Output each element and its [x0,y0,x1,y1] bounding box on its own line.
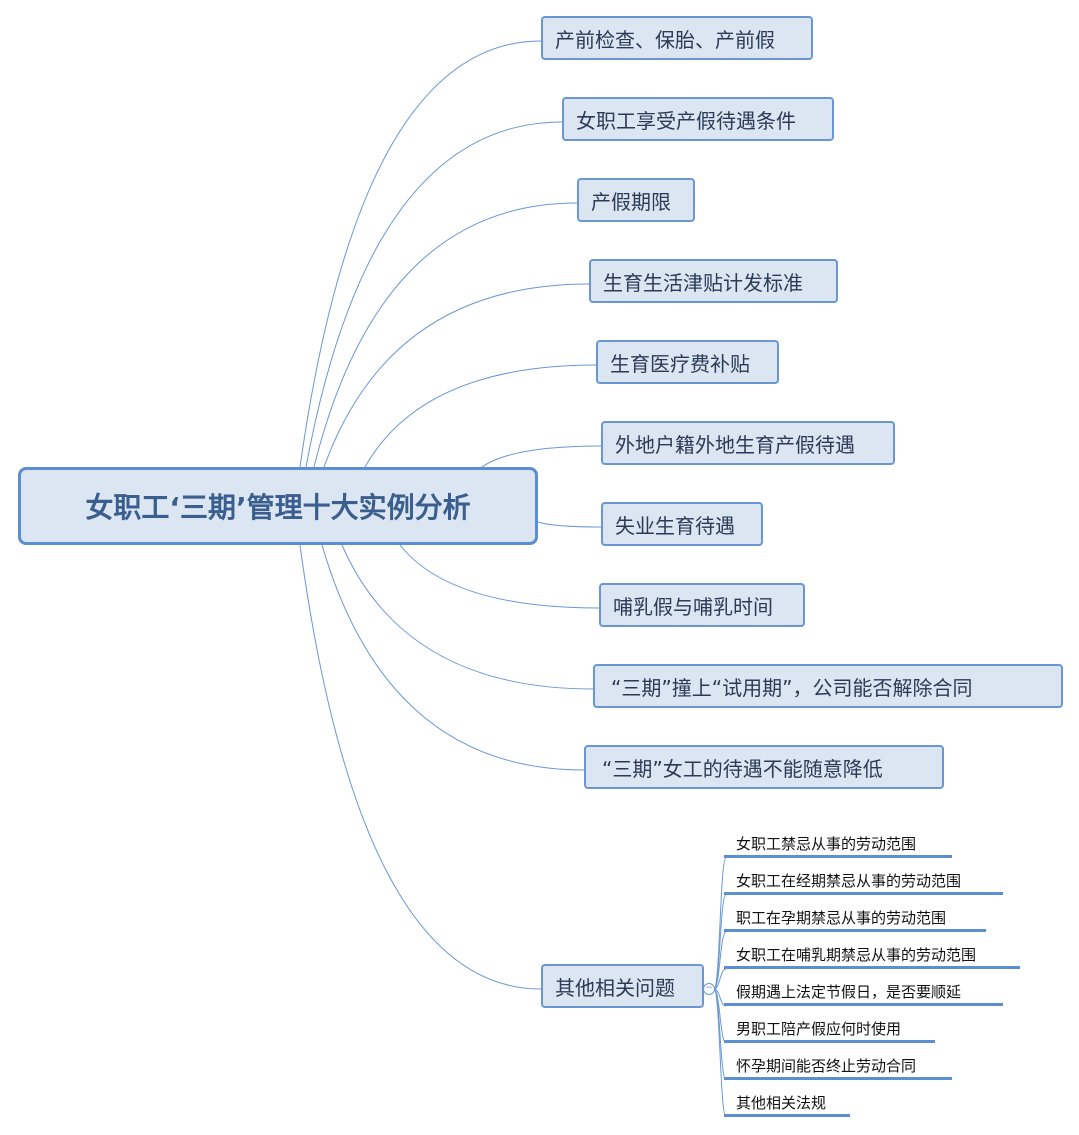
branch-connector [323,283,590,468]
topic-label: “三期”撞上“试用期”，公司能否解除合同 [611,675,973,700]
topic-label: 生育医疗费补贴 [610,351,750,376]
subtopic[interactable]: 男职工陪产假应何时使用 [724,1018,935,1043]
topic-label: 失业生育待遇 [615,513,735,538]
topic-node-other[interactable]: 其他相关问题 [541,964,704,1008]
root-topic[interactable]: 女职工‘三期’管理十大实例分析 [18,467,538,545]
collapse-toggle-icon[interactable]: − [703,983,715,995]
branch-connector [299,544,542,990]
topic-node[interactable]: “三期”撞上“试用期”，公司能否解除合同 [593,664,1063,708]
topic-label: 生育生活津贴计发标准 [603,270,803,295]
subtopic[interactable]: 其他相关法规 [724,1092,850,1117]
subtopic[interactable]: 怀孕期间能否终止劳动合同 [724,1055,952,1080]
branch-connector [321,544,585,771]
branch-connector [399,544,600,609]
topic-node[interactable]: 产假期限 [577,178,695,222]
topic-label: 外地户籍外地生育产假待遇 [615,432,855,457]
subtopic[interactable]: 女职工禁忌从事的劳动范围 [724,833,952,858]
sub-connector [713,931,727,990]
subtopic[interactable]: 女职工在经期禁忌从事的劳动范围 [724,870,1003,895]
subtopic[interactable]: 假期遇上法定节假日，是否要顺延 [724,981,1003,1006]
topic-node[interactable]: 产前检查、保胎、产前假 [541,16,813,60]
topic-node[interactable]: 生育生活津贴计发标准 [589,259,838,303]
topic-label: 产假期限 [591,189,671,214]
topic-node[interactable]: 女职工享受产假待遇条件 [562,97,834,141]
branch-connector [537,521,602,528]
topic-label: 其他相关问题 [555,975,675,1000]
topic-label: 产前检查、保胎、产前假 [555,27,775,52]
branch-connector [313,202,578,468]
topic-label: 哺乳假与哺乳时间 [613,594,773,619]
topic-node[interactable]: “三期”女工的待遇不能随意降低 [584,745,944,789]
topic-label: “三期”女工的待遇不能随意降低 [602,756,883,781]
subtopic[interactable]: 女职工在哺乳期禁忌从事的劳动范围 [724,944,1020,969]
branch-connector [364,364,597,468]
branch-connector [481,445,602,468]
topic-node[interactable]: 失业生育待遇 [601,502,763,546]
root-topic-label: 女职工‘三期’管理十大实例分析 [85,491,471,524]
sub-connector [713,988,727,1118]
topic-node[interactable]: 外地户籍外地生育产假待遇 [601,421,895,465]
branch-connector [299,40,542,468]
topic-node[interactable]: 生育医疗费补贴 [596,340,779,384]
branch-connector [305,121,563,468]
topic-label: 女职工享受产假待遇条件 [576,108,796,133]
subtopic[interactable]: 职工在孕期禁忌从事的劳动范围 [724,907,986,932]
sub-connector [713,968,727,990]
branch-connector [341,544,594,690]
topic-node[interactable]: 哺乳假与哺乳时间 [599,583,805,627]
